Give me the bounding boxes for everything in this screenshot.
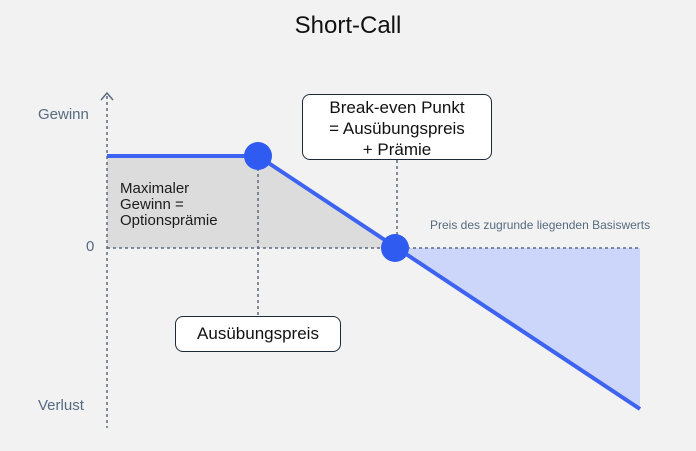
max-profit-line-1: Maximaler [120,180,190,197]
zero-axis-label: 0 [86,238,95,255]
loss-axis-label: Verlust [38,397,84,414]
diagram-title: Short-Call [294,12,402,39]
profit-area [107,156,395,248]
profit-axis-label: Gewinn [38,106,89,123]
break-even-callout: Break-even Punkt = Ausübungspreis + Präm… [302,94,492,160]
x-axis-caption: Preis des zugrunde liegenden Basiswerts [430,218,651,232]
strike-point [244,142,272,170]
break-even-line-2: = Ausübungspreis [329,119,465,138]
max-profit-label: Maximaler Gewinn = Optionsprämie [120,181,218,229]
strike-callout-label: Ausübungspreis [197,324,319,343]
max-profit-line-2: Gewinn = [120,196,184,213]
break-even-line-3: + Prämie [362,140,432,159]
break-even-line-1: Break-even Punkt [329,98,465,117]
strike-callout: Ausübungspreis [175,316,341,352]
max-profit-line-3: Optionsprämie [120,212,218,229]
break-even-point [381,234,409,262]
y-axis-arrow-icon [100,91,114,101]
